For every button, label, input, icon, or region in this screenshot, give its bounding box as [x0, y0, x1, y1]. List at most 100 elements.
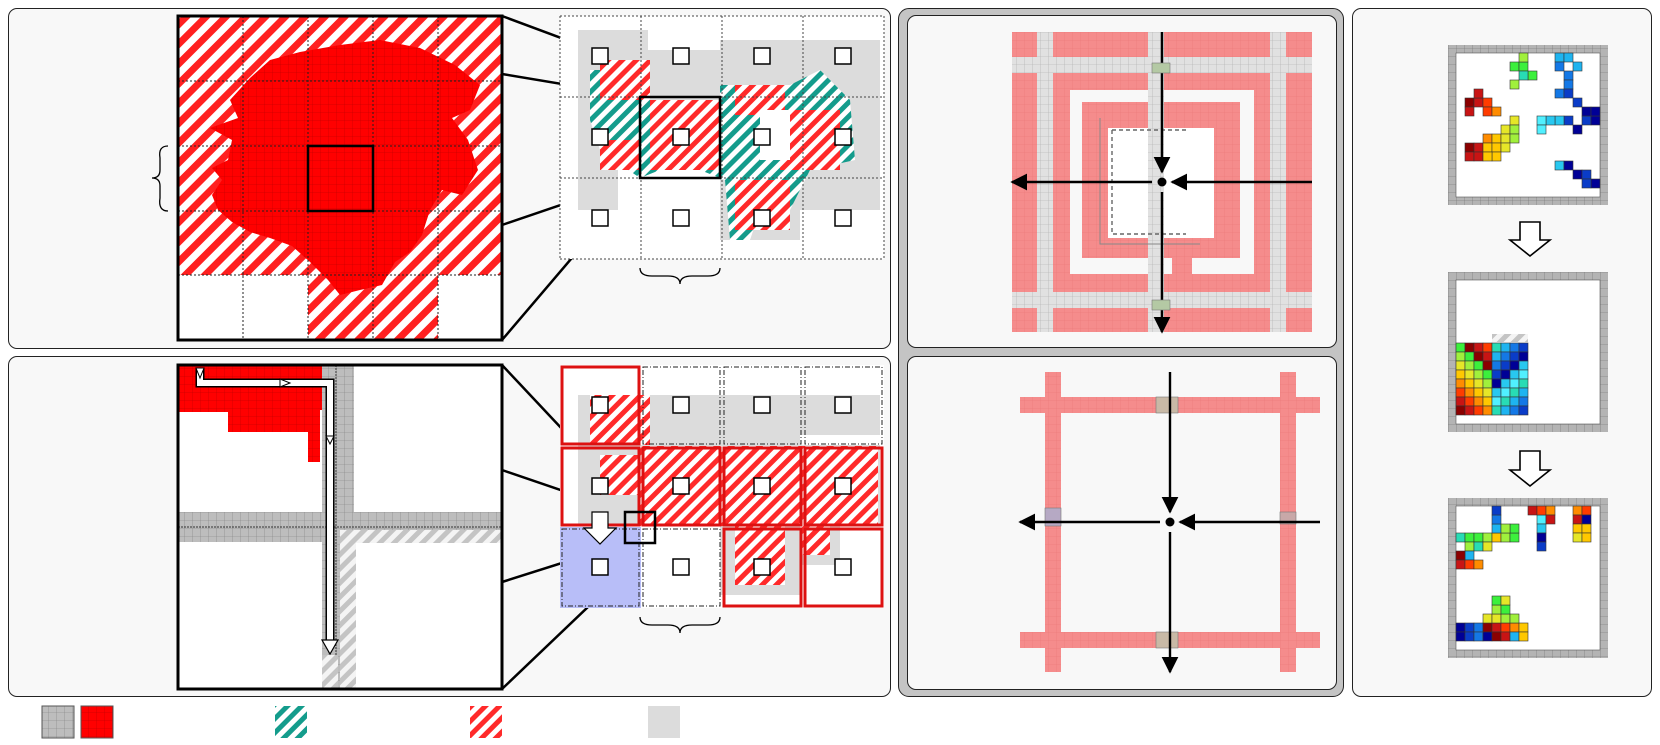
block-cell: [1464, 622, 1475, 633]
cell-marker: [753, 477, 771, 495]
block-cell: [1455, 351, 1466, 362]
block-cell: [1500, 604, 1511, 615]
red-hatch-region: [600, 60, 650, 100]
cell-border: [642, 366, 721, 445]
bottom-grid: [560, 365, 884, 634]
block-cell: [1455, 396, 1466, 407]
block-cell: [1491, 595, 1502, 606]
block-cell: [1455, 342, 1466, 353]
cell-marker: [834, 209, 852, 227]
block-cell: [1491, 604, 1502, 615]
cell-marker: [753, 396, 771, 414]
block-cell: [1527, 505, 1538, 516]
block-cell: [1491, 523, 1502, 534]
block-cell: [1491, 405, 1502, 416]
block-cell: [1455, 559, 1466, 570]
block-cell: [1572, 532, 1583, 543]
block-cell: [1473, 378, 1484, 389]
block-cell: [1509, 613, 1520, 624]
cell-marker: [672, 396, 690, 414]
block-cell: [1491, 351, 1502, 362]
block-cell: [1500, 142, 1511, 153]
block-cell: [1554, 115, 1565, 126]
block-cell: [1572, 169, 1583, 180]
block-cell: [1509, 631, 1520, 642]
block-cell: [1563, 160, 1574, 171]
block-cell: [1464, 387, 1475, 398]
block-cell: [1500, 369, 1511, 380]
block-cell: [1491, 514, 1502, 525]
block-cell: [1500, 378, 1511, 389]
block-cell: [1464, 360, 1475, 371]
block-cell: [1473, 142, 1484, 153]
cell-marker: [834, 128, 852, 146]
block-cell: [1482, 106, 1493, 117]
cell-border: [560, 365, 641, 446]
block-cell: [1572, 514, 1583, 525]
focus-box: [638, 95, 722, 180]
cell-border: [803, 446, 884, 527]
block-cell: [1500, 595, 1511, 606]
block-cell: [1464, 151, 1475, 162]
block-cell: [1464, 532, 1475, 543]
block-cell: [1563, 115, 1574, 126]
block-cell: [1509, 622, 1520, 633]
block-cell: [1509, 369, 1520, 380]
block-cell: [1536, 523, 1547, 534]
cell-marker: [834, 47, 852, 65]
block-cell: [1536, 514, 1547, 525]
block-cell: [1536, 541, 1547, 552]
block-cell: [1590, 115, 1601, 126]
top-grid: [559, 15, 885, 285]
cell-border: [641, 446, 722, 527]
block-cell: [1509, 378, 1520, 389]
block-cell: [1473, 559, 1484, 570]
block-cell: [1455, 631, 1466, 642]
block-cell: [1509, 351, 1520, 362]
block-cell: [1509, 342, 1520, 353]
block-cell: [1563, 88, 1574, 99]
block-cell: [1455, 387, 1466, 398]
block-cell: [1545, 505, 1556, 516]
legend-light-gray-swatch: [648, 706, 680, 738]
cell-border: [722, 446, 803, 527]
block-cell: [1500, 405, 1511, 416]
block-cell: [1518, 378, 1529, 389]
red-hatch-region: [735, 525, 785, 585]
block-cell: [1464, 142, 1475, 153]
cell-marker: [834, 396, 852, 414]
block-cell: [1500, 360, 1511, 371]
block-cell: [1581, 505, 1592, 516]
middle-top-cross: [1010, 32, 1312, 334]
block-cell: [1500, 622, 1511, 633]
block-cell: [1545, 514, 1556, 525]
block-cell: [1455, 622, 1466, 633]
arrow-icon: [582, 511, 618, 545]
block-cell: [1518, 387, 1529, 398]
cell-marker: [591, 128, 609, 146]
block-cell: [1491, 387, 1502, 398]
block-cell: [1482, 351, 1493, 362]
hatch-marker: [1492, 334, 1528, 342]
block-cell: [1554, 61, 1565, 72]
block-cell: [1554, 160, 1565, 171]
block-cell: [1491, 342, 1502, 353]
block-cell: [1473, 405, 1484, 416]
cell-border: [722, 527, 803, 608]
block-cell: [1473, 360, 1484, 371]
block-cell: [1473, 541, 1484, 552]
cell-marker: [834, 558, 852, 576]
block-cell: [1473, 342, 1484, 353]
cell-marker: [672, 477, 690, 495]
block-cell: [1509, 532, 1520, 543]
block-cell: [1464, 369, 1475, 380]
brace-icon: [639, 616, 721, 634]
block-cell: [1500, 631, 1511, 642]
focus-box: [623, 510, 657, 545]
block-cell: [1518, 70, 1529, 81]
block-cell: [1509, 405, 1520, 416]
block-cell: [1491, 622, 1502, 633]
block-cell: [1563, 70, 1574, 81]
block-cell: [1518, 396, 1529, 407]
block-cell: [1500, 342, 1511, 353]
